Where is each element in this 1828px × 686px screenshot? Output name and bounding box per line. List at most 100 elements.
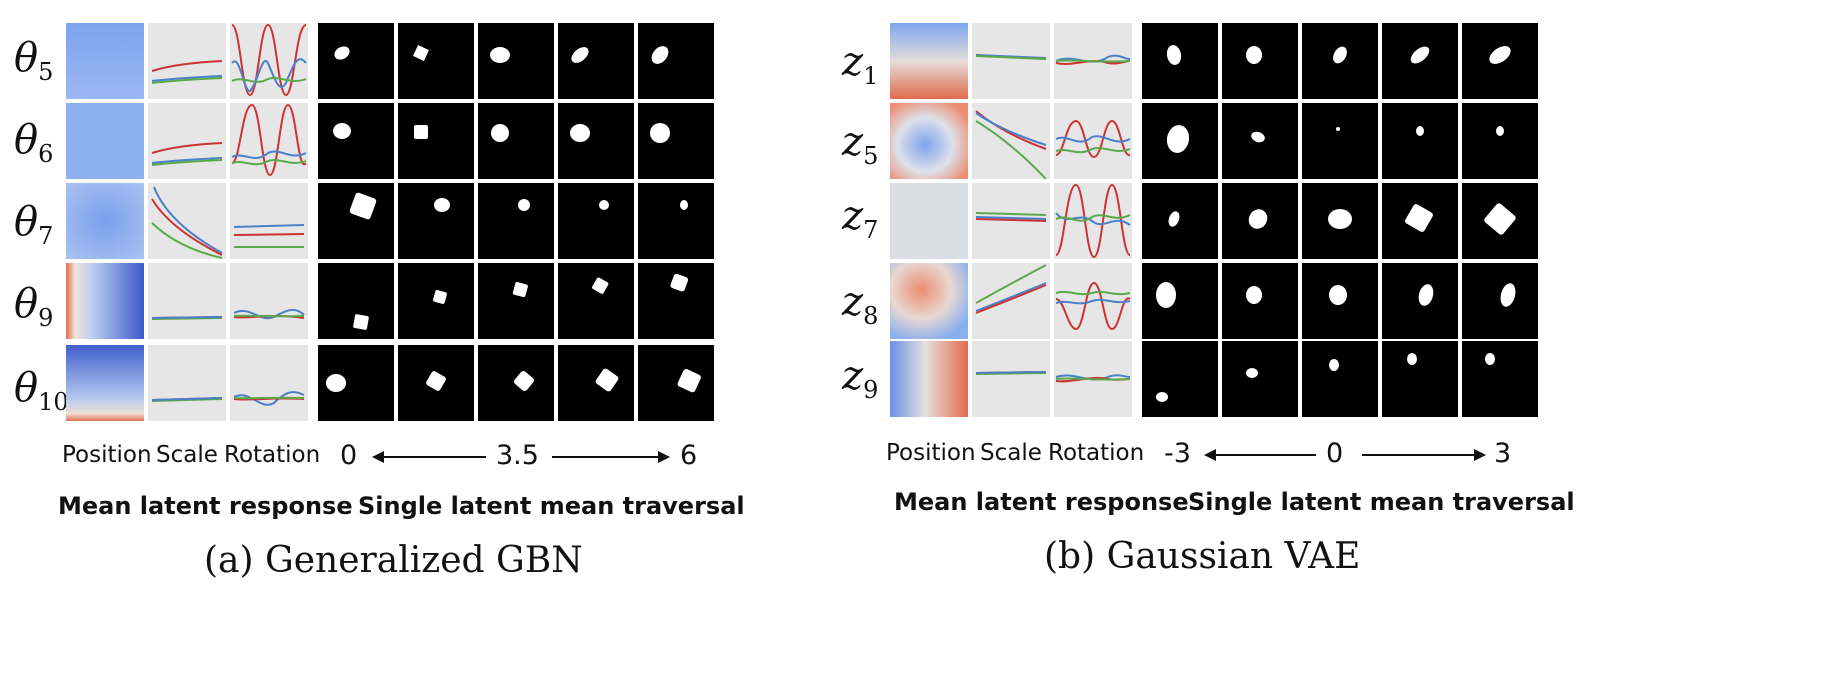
traversal-tile: [1462, 341, 1538, 417]
caption: (a) Generalized GBN: [204, 540, 583, 581]
rotation-plot: [230, 345, 308, 421]
row-label: z7: [842, 193, 879, 244]
row-label: θ10: [14, 365, 69, 416]
scale-plot: [148, 23, 226, 99]
position-heatmap: [66, 103, 144, 179]
axis-left-value: 0: [340, 440, 358, 471]
traversal-tile: [318, 263, 394, 339]
single-latent-traversal-label: Single latent mean traversal: [1188, 488, 1575, 516]
traversal-tile: [398, 103, 474, 179]
traversal-tile: [1222, 341, 1298, 417]
traversal-tile: [558, 263, 634, 339]
panel-generalized-gbn: θ5 θ6 θ7 θ9 θ10 Position Scale: [14, 23, 745, 581]
position-heatmap: [890, 103, 968, 179]
traversal-tile: [1462, 183, 1538, 259]
position-heatmap: [66, 263, 144, 339]
traversal-tile: [638, 263, 714, 339]
traversal-tile: [558, 103, 634, 179]
row-label: z8: [842, 279, 879, 330]
traversal-tile: [398, 183, 474, 259]
traversal-tile: [638, 103, 714, 179]
position-heatmap: [66, 183, 144, 259]
traversal-tile: [318, 183, 394, 259]
traversal-tile: [478, 23, 554, 99]
traversal-tile: [1302, 183, 1378, 259]
col-label-rotation: Rotation: [224, 442, 321, 468]
axis-mid-value: 0: [1326, 438, 1344, 469]
arrow-right-icon: [1362, 449, 1486, 461]
scale-plot: [972, 183, 1050, 259]
scale-plot: [148, 183, 226, 259]
scale-plot: [972, 263, 1050, 339]
traversal-tile: [1222, 103, 1298, 179]
traversal-tile: [1382, 263, 1458, 339]
traversal-tile: [1222, 183, 1298, 259]
traversal-tile: [398, 345, 474, 421]
traversal-tile: [478, 103, 554, 179]
scale-plot: [972, 23, 1050, 99]
arrow-left-icon: [1204, 449, 1316, 461]
rotation-plot: [230, 263, 308, 339]
row-label: θ9: [14, 281, 54, 332]
traversal-tile: [1462, 23, 1538, 99]
traversal-tile: [1142, 103, 1218, 179]
row-label: θ5: [14, 35, 54, 86]
row-label: z9: [842, 353, 879, 404]
traversal-tile: [1222, 23, 1298, 99]
scale-plot: [148, 103, 226, 179]
traversal-tile: [1462, 103, 1538, 179]
position-heatmap: [66, 23, 144, 99]
position-heatmap: [890, 23, 968, 99]
traversal-tile: [398, 263, 474, 339]
traversal-tile: [558, 23, 634, 99]
col-label-position: Position: [886, 440, 976, 466]
single-latent-traversal-label: Single latent mean traversal: [358, 492, 745, 520]
axis-right-value: 6: [680, 440, 698, 471]
traversal-tile: [398, 23, 474, 99]
arrow-right-icon: [552, 451, 670, 463]
traversal-tile: [1382, 183, 1458, 259]
scale-plot: [148, 263, 226, 339]
mean-latent-response-label: Mean latent response: [58, 492, 353, 520]
traversal-tile: [638, 23, 714, 99]
rotation-plot: [230, 23, 308, 99]
caption: (b) Gaussian VAE: [1044, 536, 1361, 577]
arrow-left-icon: [372, 451, 486, 463]
traversal-tile: [1142, 183, 1218, 259]
traversal-tile: [1382, 23, 1458, 99]
rotation-plot: [230, 103, 308, 179]
col-label-position: Position: [62, 442, 152, 468]
traversal-tile: [1142, 23, 1218, 99]
position-heatmap: [66, 345, 144, 421]
rotation-plot: [1054, 183, 1132, 259]
mean-latent-response-label: Mean latent response: [894, 488, 1189, 516]
position-heatmap: [890, 183, 968, 259]
axis-right-value: 3: [1494, 438, 1512, 469]
traversal-tile: [1382, 103, 1458, 179]
traversal-tile: [1462, 263, 1538, 339]
traversal-tile: [1142, 263, 1218, 339]
position-heatmap: [890, 341, 968, 417]
position-heatmap: [890, 263, 968, 339]
row-label: z5: [842, 119, 879, 170]
col-label-scale: Scale: [980, 440, 1042, 466]
rotation-plot: [1054, 263, 1132, 339]
rotation-plot: [1054, 103, 1132, 179]
traversal-tile: [1302, 23, 1378, 99]
rotation-plot: [1054, 23, 1132, 99]
traversal-tile: [638, 183, 714, 259]
scale-plot: [148, 345, 226, 421]
col-label-scale: Scale: [156, 442, 218, 468]
traversal-tile: [558, 345, 634, 421]
axis-left-value: -3: [1164, 438, 1191, 469]
rotation-plot: [1054, 341, 1132, 417]
row-label: θ6: [14, 117, 54, 168]
traversal-tile: [478, 345, 554, 421]
traversal-tile: [318, 103, 394, 179]
traversal-tile: [1302, 103, 1378, 179]
traversal-tile: [1142, 341, 1218, 417]
scale-plot: [972, 341, 1050, 417]
traversal-tile: [1382, 341, 1458, 417]
traversal-tile: [1302, 263, 1378, 339]
traversal-tile: [1222, 263, 1298, 339]
